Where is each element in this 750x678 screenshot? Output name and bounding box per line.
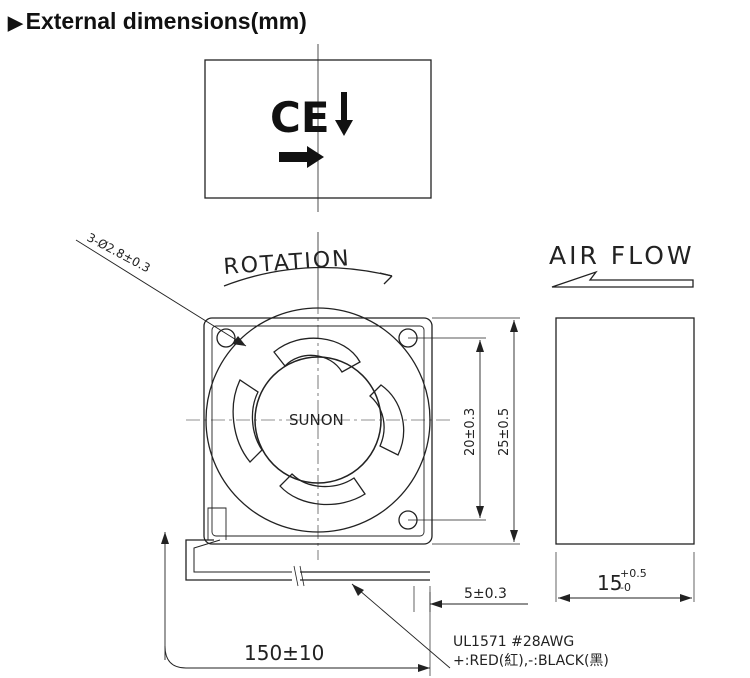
airflow-arrow-icon	[551, 270, 694, 288]
airflow-label: AIR FLOW	[549, 241, 695, 270]
mounting-hole	[216, 328, 236, 348]
lead-length-dim	[164, 645, 430, 669]
depth-label: 15	[597, 571, 622, 595]
fan-blade	[279, 473, 366, 506]
fan-side-view	[555, 317, 695, 545]
hole-pitch-label: 20±0.3	[463, 408, 478, 456]
depth-tol-plus: +0.5	[620, 567, 647, 580]
wire-spec-label: UL1571 #28AWG	[453, 634, 574, 650]
fan-blade	[369, 384, 405, 456]
heading-marker-icon: ▶	[8, 13, 23, 34]
depth-tol-minus: -0	[620, 581, 631, 594]
right-arrow-icon	[279, 146, 324, 168]
brand-label: SUNON	[289, 411, 344, 429]
lead-offset-label: 5±0.3	[464, 586, 507, 602]
lead-length-label: 150±10	[244, 641, 324, 665]
hole-leader	[75, 239, 247, 347]
wire-exit	[207, 507, 227, 540]
heading-title: External dimensions(mm)	[25, 8, 307, 34]
lead-wire	[185, 539, 292, 581]
hole-spec-label: 3-Ø2.8±0.3	[85, 230, 153, 275]
rotation-label: ROTATION	[223, 246, 352, 280]
down-arrow-icon	[335, 92, 353, 136]
section-heading: ▶External dimensions(mm)	[8, 8, 307, 35]
wire-colors-label: +:RED(紅),-:BLACK(黑)	[453, 653, 609, 669]
ce-mark-icon: CE	[270, 93, 330, 142]
wire-spec-leader	[351, 583, 451, 669]
rotation-arrow-icon	[223, 266, 393, 287]
frame-size-label: 25±0.5	[497, 408, 512, 456]
svg-text:CE: CE	[270, 93, 330, 142]
lead-wire	[193, 539, 292, 573]
fan-blade	[273, 337, 361, 373]
fan-blade	[232, 379, 263, 463]
